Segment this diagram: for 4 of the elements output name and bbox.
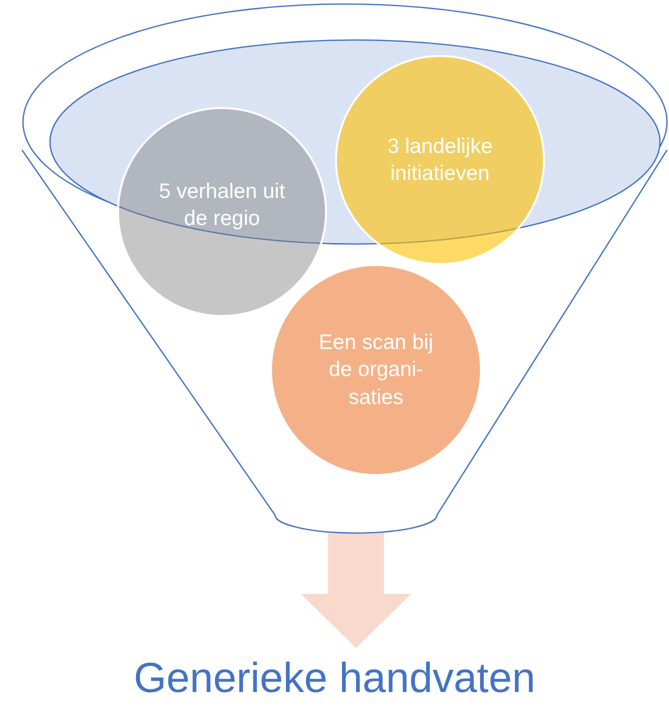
text-circle: 3 landelijke initiatieven xyxy=(335,55,545,265)
text-circle: Een scan bij de organi- saties xyxy=(270,264,482,476)
result-text: Generieke handvaten xyxy=(90,650,579,706)
text-circle: 5 verhalen uit de regio xyxy=(117,107,327,317)
